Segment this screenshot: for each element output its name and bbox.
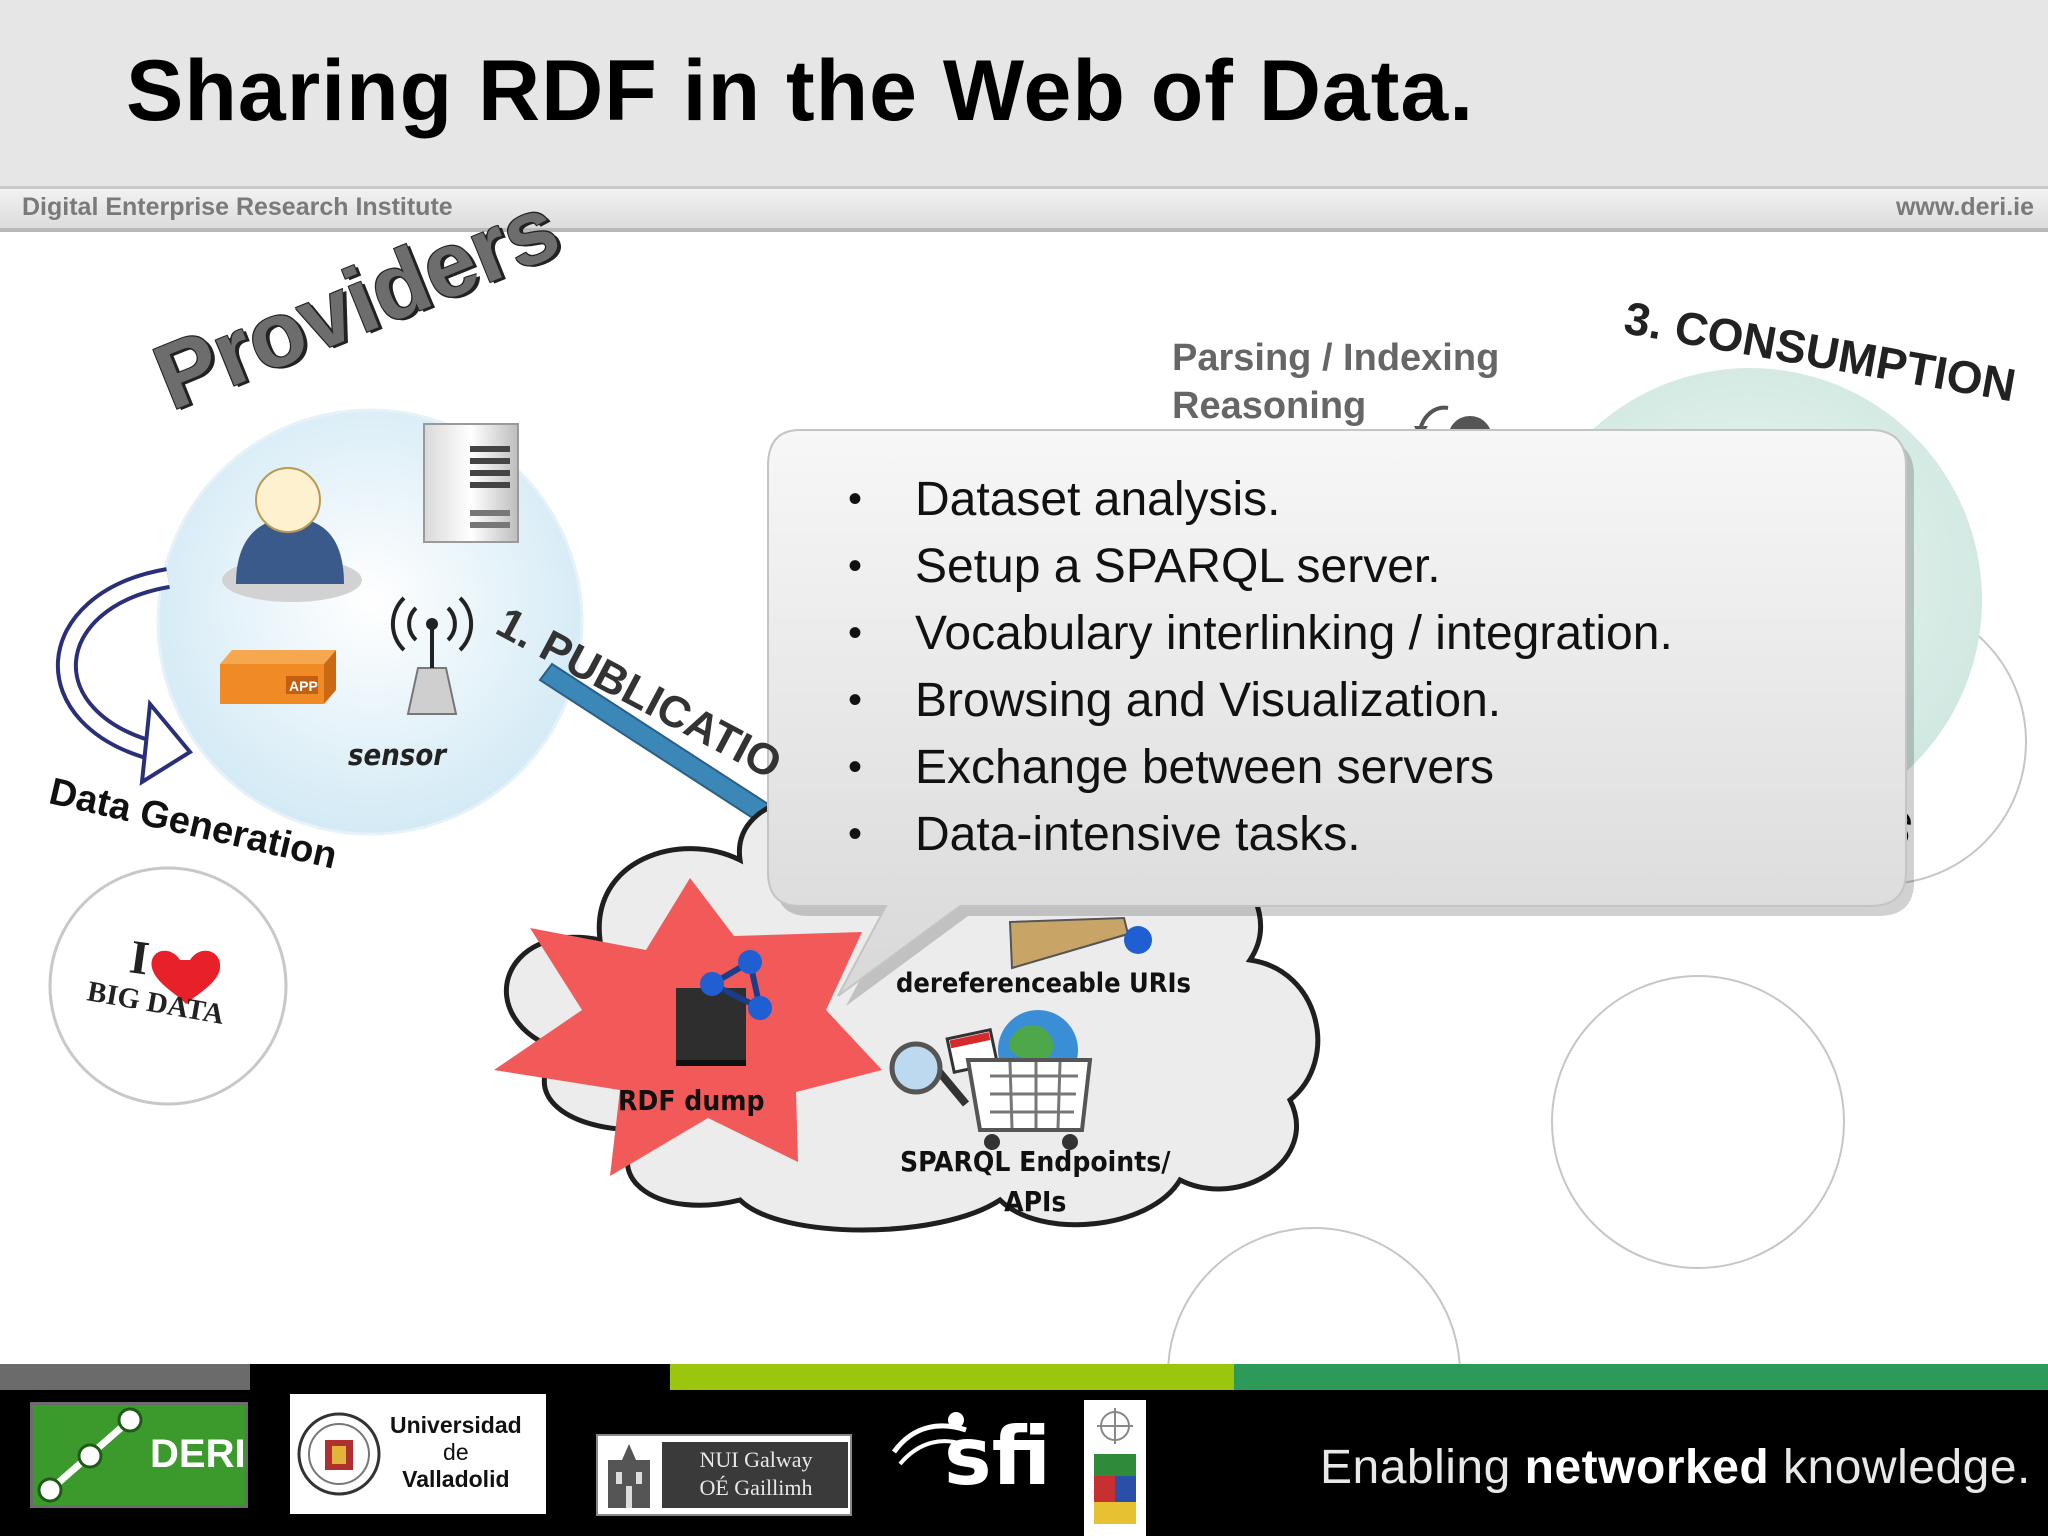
user-icon [222, 467, 362, 602]
uva-line2: de [443, 1439, 469, 1465]
nui-line2: OÉ Gaillimh [699, 1475, 813, 1500]
magnifier-icon [889, 1041, 970, 1107]
footer-color-bar [0, 1364, 2048, 1390]
website-link[interactable]: www.deri.ie [1895, 193, 2034, 221]
callout-item: Setup a SPARQL server. [830, 533, 1673, 600]
rdf-dump-label: RDF dump [618, 1084, 765, 1117]
header-band [0, 186, 2048, 232]
deri-label: DERI [150, 1432, 246, 1476]
slide-header [0, 0, 2048, 188]
callout-bullet-list: Dataset analysis. Setup a SPARQL server.… [830, 466, 1673, 868]
server-icon [423, 423, 519, 543]
tagline-bold: networked [1524, 1441, 1770, 1494]
rdf-dump-icon [676, 950, 772, 1066]
nui-text-panel [662, 1442, 848, 1508]
uva-line1: Universidad [390, 1412, 522, 1438]
nui-name: NUI Galway OÉ Gaillimh [668, 1446, 844, 1502]
uva-name: Universidad de Valladolid [390, 1412, 522, 1493]
parsing-indexing-label: Parsing / Indexing Reasoning [1172, 334, 1499, 430]
nui-building-icon [608, 1444, 650, 1508]
shield-crest-icon [1094, 1408, 1136, 1524]
shopping-cart-icon [945, 1010, 1093, 1150]
big-data-badge: I BIG DATA [48, 866, 288, 1106]
sfi-swoosh-icon [891, 1412, 967, 1466]
callout-item: Exchange between servers [830, 734, 1673, 801]
parsing-line: Parsing / Indexing [1172, 337, 1500, 379]
sensor-label: sensor [348, 738, 447, 772]
app-label: APP [289, 678, 318, 694]
app-box-icon [220, 650, 336, 704]
pencil-icon [1008, 916, 1152, 970]
sfi-logo[interactable]: sfi [944, 1410, 1051, 1503]
callout-item: Dataset analysis. [830, 466, 1673, 533]
callout-item: Browsing and Visualization. [830, 667, 1673, 734]
reasoning-line: Reasoning [1172, 385, 1367, 427]
tagline-pre: Enabling [1320, 1441, 1525, 1494]
data-generation-arrow [56, 567, 194, 786]
callout-item: Vocabulary interlinking / integration. [830, 600, 1673, 667]
slide-title: Sharing RDF in the Web of Data. [126, 43, 1475, 139]
sparql-line1: SPARQL Endpoints/ [900, 1145, 1171, 1178]
tagline-post: knowledge. [1769, 1441, 2031, 1494]
sparql-endpoints-label: SPARQL Endpoints/ APIs [900, 1142, 1170, 1222]
sensor-icon [390, 596, 474, 715]
nui-line1: NUI Galway [699, 1447, 813, 1472]
institute-name: Digital Enterprise Research Institute [22, 193, 453, 221]
sparql-line2: APIs [1004, 1185, 1067, 1218]
deri-graph-icon [37, 1407, 143, 1503]
dereferenceable-uris-label: dereferenceable URIs [896, 968, 1191, 999]
uva-line3: Valladolid [402, 1466, 510, 1492]
callout-item: Data-intensive tasks. [830, 801, 1673, 868]
uva-crest-icon [297, 1412, 381, 1496]
tagline: Enabling networked knowledge. [1320, 1440, 2031, 1495]
